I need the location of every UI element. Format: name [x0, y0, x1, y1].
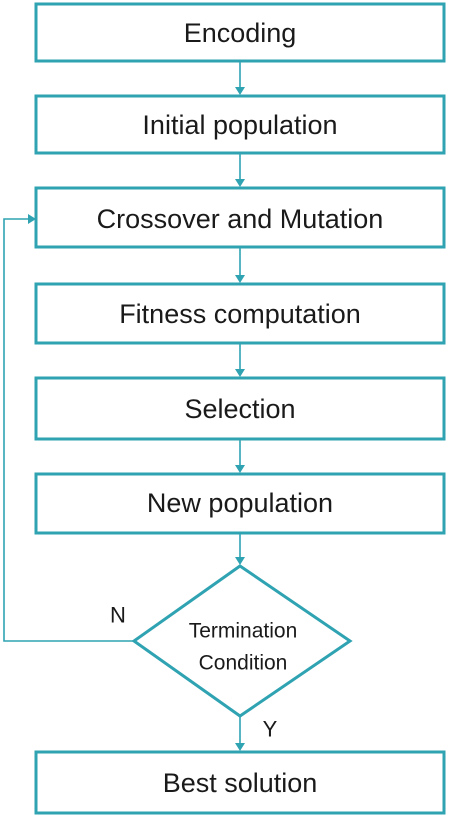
step-label: Initial population [142, 110, 337, 140]
step-label: Best solution [163, 768, 318, 798]
step-box [34, 376, 446, 441]
step-box [34, 282, 446, 345]
decision-termination-condition: Termination Condition [131, 564, 353, 718]
decision-diamond [131, 564, 353, 718]
step-box [34, 472, 446, 535]
step-label: Selection [184, 394, 295, 424]
step-box [34, 186, 446, 249]
step-best-solution: Best solution [34, 750, 446, 815]
arrowhead-fitness [235, 275, 245, 283]
step-label: New population [147, 488, 333, 518]
step-new-population: New population [34, 472, 446, 535]
arrowhead-selection [235, 369, 245, 377]
arrowhead-best [235, 743, 245, 751]
branch-label-no: N [110, 603, 126, 628]
loop-back-connector [3, 218, 134, 642]
step-label: Crossover and Mutation [97, 204, 384, 234]
arrowhead-crossover [235, 179, 245, 187]
arrowhead-loop-back [28, 214, 36, 224]
step-crossover-mutation: Crossover and Mutation [34, 186, 446, 249]
arrowhead-decision [235, 557, 245, 565]
step-encoding: Encoding [34, 2, 446, 63]
arrowhead-newpop [235, 465, 245, 473]
step-fitness-computation: Fitness computation [34, 282, 446, 345]
decision-label-line2: Condition [199, 652, 288, 675]
step-label: Encoding [184, 18, 297, 48]
step-box [34, 750, 446, 815]
branch-label-yes: Y [263, 717, 278, 742]
step-label: Fitness computation [119, 299, 361, 329]
step-selection: Selection [34, 376, 446, 441]
step-box [34, 2, 446, 63]
arrowhead-initial [235, 87, 245, 95]
connectors [3, 61, 245, 751]
decision-label-line1: Termination [189, 620, 298, 643]
step-box [34, 94, 446, 155]
step-initial-population: Initial population [34, 94, 446, 155]
